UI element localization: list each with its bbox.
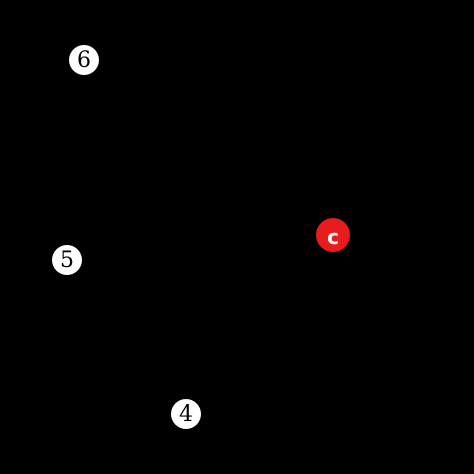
numbered-target-6[interactable]: 6 [69,45,99,75]
target-label: 5 [60,248,74,273]
cursor-marker-c[interactable]: c [316,218,350,252]
numbered-target-5[interactable]: 5 [52,245,82,275]
target-label: 4 [179,402,193,427]
target-label: 6 [77,48,91,73]
cursor-label: c [327,225,339,249]
numbered-target-4[interactable]: 4 [171,399,201,429]
